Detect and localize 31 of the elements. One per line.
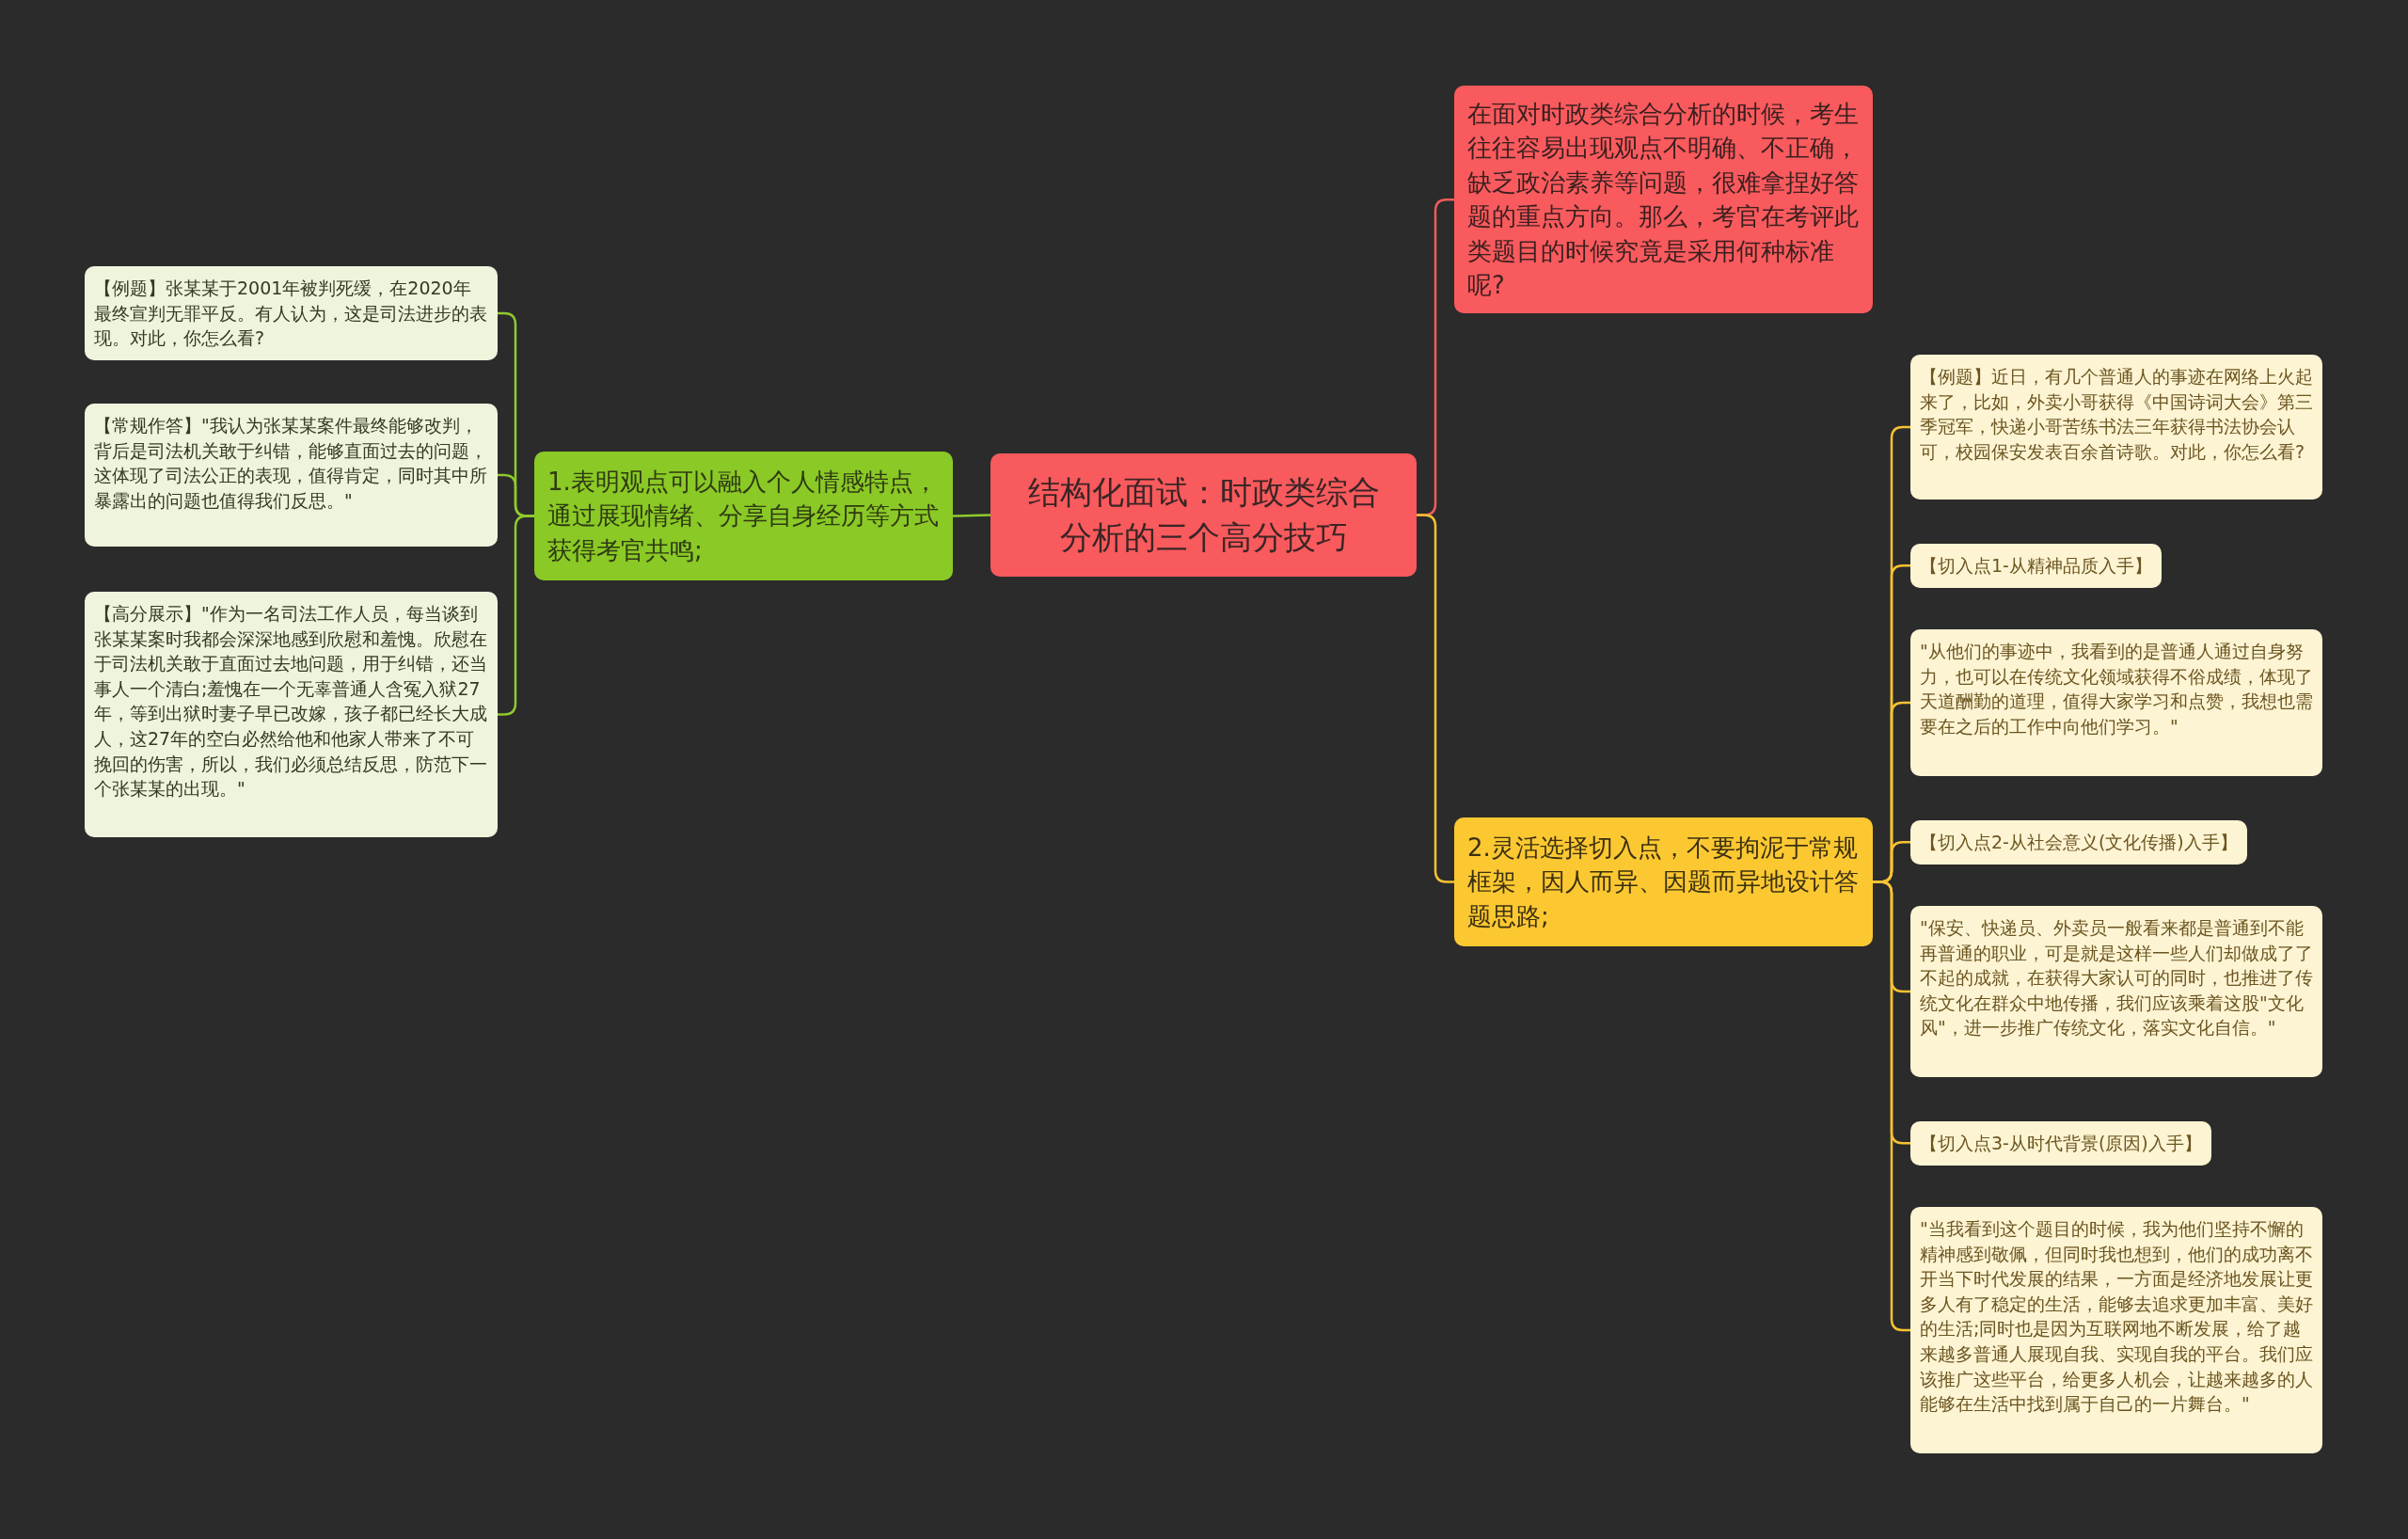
connector-line: [1417, 514, 1454, 883]
note-card: [1910, 1207, 2322, 1453]
note-card: [85, 404, 498, 547]
node-text: 1.表明观点可以融入个人情感特点，通过展现情绪、分享自身经历等方式获得考官共鸣;: [547, 467, 940, 566]
note-card: [1910, 906, 2322, 1077]
connector-line: [952, 514, 991, 517]
note-card: [85, 266, 498, 360]
topic-box: [534, 452, 953, 581]
topic-box: [1454, 86, 1873, 314]
topic-box: [1454, 817, 1873, 947]
connector-line: [498, 515, 534, 716]
node-text: 【切入点3-从时代背景(原因)入手】: [1920, 1132, 2202, 1155]
node-text: 【切入点2-从社会意义(文化传播)入手】: [1920, 831, 2238, 854]
node-text: 【常规作答】"我认为张某某案件最终能够改判，背后是司法机关敢于纠错，能够直面过去的问题，这体现了司法公正的表现，值得肯定，同时其中所暴露出的问题也值得我们反思。": [94, 414, 488, 513]
note-card: [1910, 820, 2247, 865]
node-text: "从他们的事迹中，我看到的是普通人通过自身努力，也可以在传统文化领域获得不俗成绩，体现了天道酬勤的道理，值得大家学习和点赞，我想也需要在之后的工作中向他们学习。": [1920, 640, 2313, 738]
node-text: 【例题】张某某于2001年被判死缓，在2020年最终宣判无罪平反。有人认为，这是司法进步的表现。对此，你怎么看?: [94, 277, 488, 351]
node-text: 2.灵活选择切入点，不要拘泥于常规框架，因人而异、因题而异地设计答题思路;: [1467, 833, 1860, 932]
note-card: [1910, 1121, 2211, 1166]
note-card: [85, 592, 498, 837]
node-text: 【切入点1-从精神品质入手】: [1920, 554, 2152, 578]
root-topic-box: [990, 453, 1417, 578]
node-text: 【例题】近日，有几个普通人的事迹在网络上火起来了，比如，外卖小哥获得《中国诗词大会》第三季冠军，快递小哥苦练书法三年获得书法协会认可，校园保安发表百余首诗歌。对此，你怎么看?: [1920, 365, 2313, 464]
node-text: "保安、快递员、外卖员一般看来都是普通到不能再普通的职业，可是就是这样一些人们却做成了了不起的成就，在获得大家认可的同时，也推进了传统文化在群众中地传播，我们应该乘着这股"文化风"，进一步推广传统文化，落实文化自信。": [1920, 916, 2313, 1040]
note-card: [1910, 355, 2322, 500]
node-text: 在面对时政类综合分析的时候，考生往往容易出现观点不明确、不正确，缺乏政治素养等问题，很难拿捏好答题的重点方向。那么，考官在考评此类题目的时候究竟是采用何种标准呢?: [1467, 99, 1860, 301]
node-text: 【高分展示】"作为一名司法工作人员，每当谈到张某某案时我都会深深地感到欣慰和羞愧。欣慰在于司法机关敢于直面过去地问题，用于纠错，还当事人一个清白;羞愧在一个无辜普通人含冤入狱27年，等到出狱时妻子早已改嫁，孩子都已经长大成人，这27年的空白必然给他和他家人带来了不可挽回的伤害，所以，我们必须总结反思，防范下一个张某某的出现。": [94, 602, 488, 801]
node-text: "当我看到这个题目的时候，我为他们坚持不懈的精神感到敬佩，但同时我也想到，他们的成功离不开当下时代发展的结果，一方面是经济地发展让更多人有了稳定的生活，能够去追求更加丰富、美好的生活;同时也是因为互联网地不断发展，给了越来越多普通人展现自我、实现自我的平台。我们应该推广这些平台，给更多人机会，让越来越多的人能够在生活中找到属于自己的一片舞台。": [1920, 1217, 2313, 1417]
note-card: [1910, 629, 2322, 776]
node-text: 结构化面试：时政类综合分析的三个高分技巧: [1026, 472, 1381, 558]
note-card: [1910, 544, 2162, 588]
